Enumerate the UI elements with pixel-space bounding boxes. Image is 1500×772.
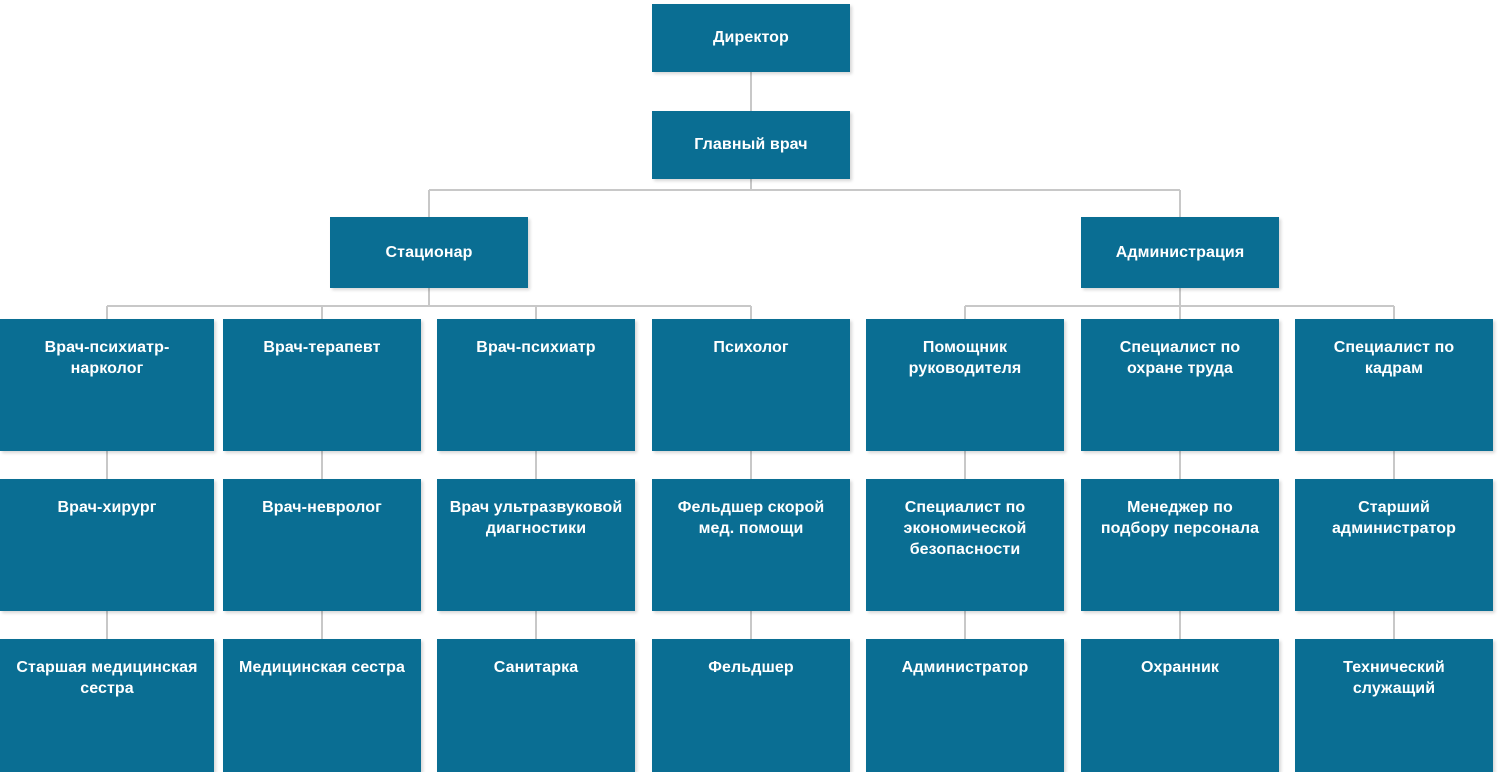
- node-label: Врач ультразвуковой диагностики: [449, 499, 623, 538]
- node-label: Специалист по экономической безопасности: [903, 499, 1027, 559]
- node-orderly[interactable]: Санитарка: [437, 639, 635, 772]
- node-label: Врач-невролог: [262, 499, 382, 516]
- node-psychiatrist-narcologist[interactable]: Врач-психиатр-нарколог: [0, 319, 214, 451]
- node-nurse[interactable]: Медицинская сестра: [223, 639, 421, 772]
- node-administration[interactable]: Администрация: [1081, 217, 1279, 288]
- node-hospital[interactable]: Стационар: [330, 217, 528, 288]
- node-administrator[interactable]: Администратор: [866, 639, 1064, 772]
- node-therapist[interactable]: Врач-терапевт: [223, 319, 421, 451]
- node-label: Главный врач: [694, 136, 808, 154]
- node-chief-doctor[interactable]: Главный врач: [652, 111, 850, 179]
- node-ambulance-paramedic[interactable]: Фельдшер скорой мед. помощи: [652, 479, 850, 611]
- node-label: Фельдшер скорой мед. помощи: [677, 499, 825, 538]
- node-label: Медицинская сестра: [239, 659, 405, 676]
- node-label: Директор: [713, 29, 789, 47]
- node-label: Специалист по кадрам: [1333, 339, 1455, 378]
- node-label: Старшая медицинская сестра: [16, 659, 198, 698]
- node-label: Технический служащий: [1343, 659, 1445, 698]
- node-ultrasound-doctor[interactable]: Врач ультразвуковой диагностики: [437, 479, 635, 611]
- node-label: Фельдшер: [708, 659, 794, 676]
- node-label: Врач-психиатр: [476, 339, 596, 356]
- node-psychologist[interactable]: Психолог: [652, 319, 850, 451]
- node-label: Помощник руководителя: [908, 339, 1022, 378]
- node-label: Врач-психиатр-нарколог: [44, 339, 170, 378]
- node-label: Санитарка: [493, 659, 579, 676]
- node-label: Администратор: [901, 659, 1029, 676]
- node-label: Специалист по охране труда: [1119, 339, 1241, 378]
- node-labor-safety-specialist[interactable]: Специалист по охране труда: [1081, 319, 1279, 451]
- node-economic-security-specialist[interactable]: Специалист по экономической безопасности: [866, 479, 1064, 611]
- node-label: Администрация: [1115, 243, 1245, 261]
- node-surgeon[interactable]: Врач-хирург: [0, 479, 214, 611]
- node-recruitment-manager[interactable]: Менеджер по подбору персонала: [1081, 479, 1279, 611]
- node-technical-staff[interactable]: Технический служащий: [1295, 639, 1493, 772]
- node-label: Врач-хирург: [57, 499, 157, 516]
- node-psychiatrist[interactable]: Врач-психиатр: [437, 319, 635, 451]
- node-label: Врач-терапевт: [263, 339, 381, 356]
- node-assistant-manager[interactable]: Помощник руководителя: [866, 319, 1064, 451]
- node-label: Охранник: [1141, 659, 1219, 676]
- node-security-guard[interactable]: Охранник: [1081, 639, 1279, 772]
- node-senior-administrator[interactable]: Старший администратор: [1295, 479, 1493, 611]
- node-label: Менеджер по подбору персонала: [1100, 499, 1260, 538]
- node-paramedic[interactable]: Фельдшер: [652, 639, 850, 772]
- node-label: Старший администратор: [1331, 499, 1457, 538]
- node-head-nurse[interactable]: Старшая медицинская сестра: [0, 639, 214, 772]
- node-label: Психолог: [713, 339, 789, 356]
- node-neurologist[interactable]: Врач-невролог: [223, 479, 421, 611]
- node-hr-specialist[interactable]: Специалист по кадрам: [1295, 319, 1493, 451]
- node-director[interactable]: Директор: [652, 4, 850, 72]
- node-label: Стационар: [385, 243, 473, 261]
